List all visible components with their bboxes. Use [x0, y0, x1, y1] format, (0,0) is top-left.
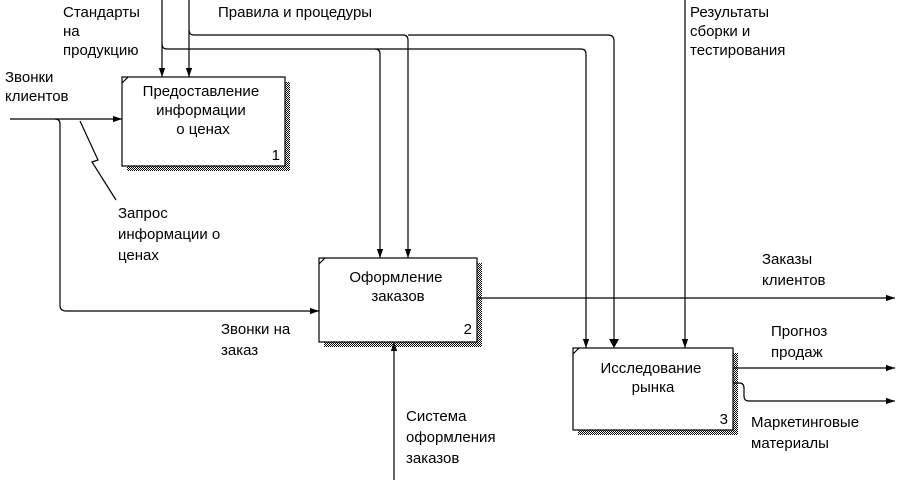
label-rules: Правила и процедуры: [218, 4, 372, 21]
box-3-frame: [572, 347, 734, 431]
box-1-number: 1: [272, 147, 280, 164]
label-forecast: Прогноз продаж: [771, 323, 831, 361]
box-1-title: Предоставление информации о ценах: [143, 83, 264, 138]
box-1-frame: [121, 76, 286, 167]
box-2-frame: [318, 257, 478, 343]
box-2-number: 2: [464, 321, 472, 338]
box-3-corner-mark: [572, 347, 580, 355]
label-standards: Стандарты на продукцию: [63, 4, 144, 59]
box-3-number: 3: [720, 411, 728, 428]
label-marketing: Маркетинговые материалы: [751, 414, 863, 452]
label-results: Результаты сборки и тестирования: [690, 4, 785, 59]
arrowhead-rules-box3: [609, 339, 619, 348]
label-calls: Звонки клиентов: [5, 69, 69, 105]
activity-box-1[interactable]: Предоставление информации о ценах 1: [121, 76, 290, 171]
label-customer-orders: Заказы клиентов: [762, 251, 826, 289]
arrow-standards-to-box2[interactable]: [374, 48, 384, 258]
label-system: Система оформления заказов: [406, 408, 500, 467]
arrow-standards-to-box3[interactable]: [161, 43, 590, 348]
arrow-calls-to-box2[interactable]: [54, 118, 319, 315]
box-2-title: Оформление заказов: [349, 269, 446, 305]
arrow-marketing-output[interactable]: [733, 382, 895, 405]
arrow-rules-to-box3[interactable]: [408, 34, 615, 346]
box-2-corner-mark: [318, 257, 326, 265]
label-request: Запрос информации о ценах: [118, 205, 224, 264]
activity-box-3[interactable]: Исследование рынка 3: [572, 347, 738, 435]
label-order-calls: Звонки на заказ: [221, 321, 294, 359]
callout-request-squiggle: [79, 120, 117, 201]
activity-box-2[interactable]: Оформление заказов 2: [318, 257, 482, 347]
box-3-title: Исследование рынка: [601, 360, 706, 396]
box-1-corner-mark: [121, 76, 129, 84]
arrow-rules-to-box2[interactable]: [188, 29, 412, 258]
